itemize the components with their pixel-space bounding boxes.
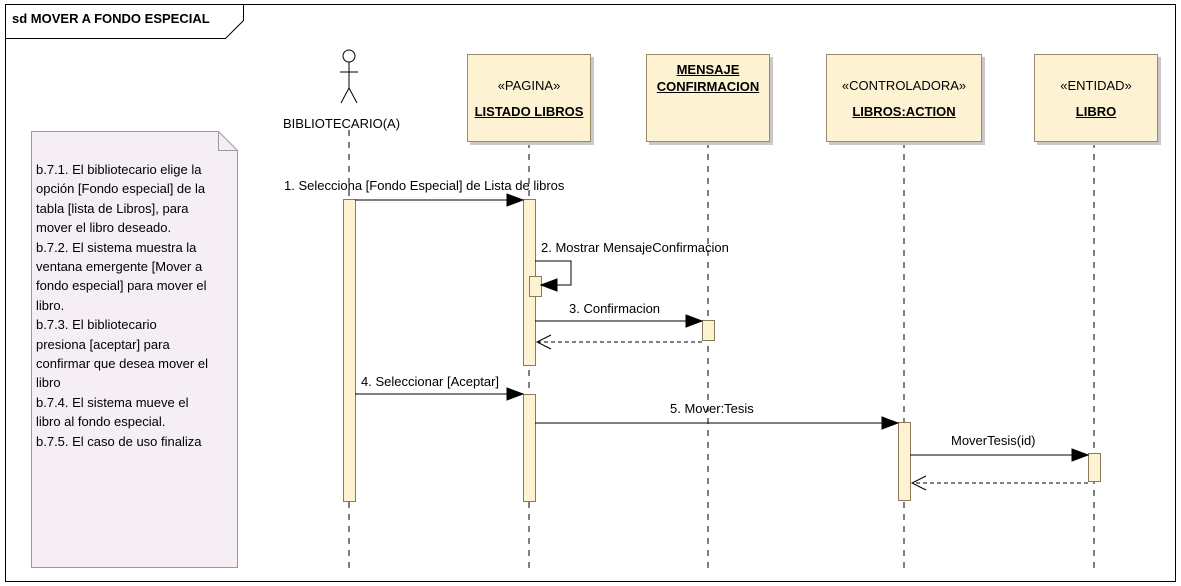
lifeline-stereotype: «ENTIDAD» xyxy=(1060,77,1132,93)
message-3-label: 3. Confirmacion xyxy=(569,301,661,316)
message-2-arrowhead xyxy=(539,278,558,292)
activation-libro xyxy=(1088,453,1101,482)
activation-libros-action xyxy=(898,422,911,501)
message-2-line xyxy=(535,260,572,286)
lifeline-head-libros-action[interactable]: «CONTROLADORA» LIBROS:ACTION xyxy=(826,54,982,142)
lifeline-head-libro[interactable]: «ENTIDAD» LIBRO xyxy=(1034,54,1158,142)
return-3-arrowhead xyxy=(535,334,552,350)
message-2-label: 2. Mostrar MensajeConfirmacion xyxy=(541,240,729,255)
message-4-arrowhead xyxy=(506,387,525,401)
lifeline-name: LISTADO LIBROS xyxy=(474,103,584,119)
lifeline-head-listado-libros[interactable]: «PAGINA» LISTADO LIBROS xyxy=(467,54,591,142)
frame-title: sd MOVER A FONDO ESPECIAL xyxy=(12,11,210,26)
return-6-arrowhead xyxy=(910,475,927,491)
note-text: b.7.1. El bibliotecario elige la opción … xyxy=(36,162,208,449)
lifeline-name: LIBROS:ACTION xyxy=(852,103,956,119)
message-6-label: MoverTesis(id) xyxy=(951,433,1036,448)
activation-listado-2 xyxy=(523,394,536,502)
lifeline-stereotype: «CONTROLADORA» xyxy=(841,77,967,93)
activation-mensaje xyxy=(702,320,715,341)
activation-listado-self xyxy=(529,276,542,297)
message-3-arrowhead xyxy=(685,314,704,328)
frame-tag xyxy=(5,4,244,39)
message-5-arrowhead xyxy=(881,416,900,430)
activation-actor xyxy=(343,199,356,502)
note-shape xyxy=(31,131,238,568)
lifeline-name-line2: CONFIRMACION xyxy=(656,79,760,94)
stick-figure-icon xyxy=(340,49,358,104)
message-1-label: 1. Selecciona [Fondo Especial] de Lista … xyxy=(284,178,565,193)
lifeline-stereotype: «PAGINA» xyxy=(497,77,561,93)
lifeline-head-mensaje-confirmacion[interactable]: MENSAJE CONFIRMACION xyxy=(646,54,770,142)
message-6-arrowhead xyxy=(1071,448,1090,462)
message-5-label: 5. Mover:Tesis xyxy=(670,401,754,416)
lifeline-name: LIBRO xyxy=(1075,103,1117,119)
frame-border xyxy=(5,4,1176,582)
message-4-label: 4. Seleccionar [Aceptar] xyxy=(361,374,500,389)
actor-label: BIBLIOTECARIO(A) xyxy=(283,116,401,131)
message-1-arrowhead xyxy=(506,193,525,207)
lifeline-name-line1: MENSAJE xyxy=(676,62,740,77)
